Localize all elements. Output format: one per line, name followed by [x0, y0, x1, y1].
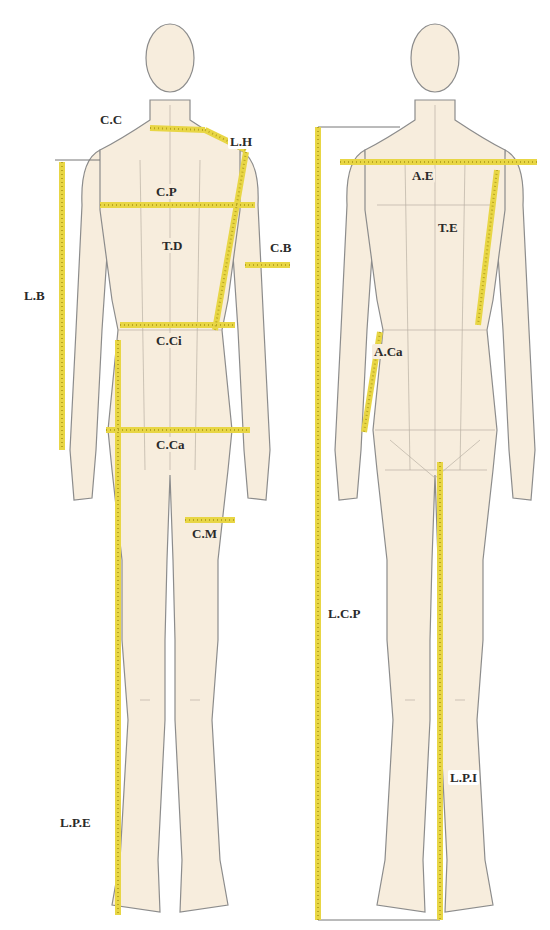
measurement-label: C.Ci [154, 333, 184, 348]
measuring-tape [100, 202, 255, 208]
measurement-label: L.C.P [326, 606, 363, 621]
guide-line [455, 700, 465, 701]
guide-line [377, 205, 493, 206]
tape-marks [478, 170, 497, 325]
reference-line [55, 160, 100, 161]
body-outline [365, 100, 505, 912]
tape-marks [340, 161, 537, 163]
measurement-label: L.P.E [58, 815, 93, 830]
measurement-label: C.P [154, 184, 179, 199]
measuring-tape [120, 322, 235, 328]
tape-marks [120, 324, 235, 326]
guide-line [460, 160, 465, 470]
head [146, 24, 194, 92]
guide-line [390, 440, 435, 478]
measurement-label: A.E [410, 168, 435, 183]
measurement-label: T.E [436, 220, 460, 235]
guide-line [170, 105, 171, 470]
tape-marks [150, 128, 205, 130]
head [411, 24, 459, 92]
measurement-label: C.Ca [154, 437, 187, 452]
tape-marks [215, 152, 246, 330]
guide-line [385, 470, 435, 471]
measuring-tape [215, 152, 246, 330]
guide-line [405, 160, 410, 470]
guide-line [375, 430, 495, 431]
guide-line [405, 700, 415, 701]
measuring-tape [59, 162, 65, 450]
measuring-tape [478, 170, 497, 325]
measurement-label: C.M [190, 526, 219, 541]
measurement-label: C.C [98, 112, 124, 127]
guide-line [140, 700, 150, 701]
guide-line [383, 330, 487, 331]
tape-marks [317, 127, 319, 920]
measurement-label: T.D [160, 238, 184, 253]
measuring-tape [340, 159, 537, 165]
measuring-tape [315, 127, 321, 920]
front-figure [70, 24, 270, 912]
measuring-tape [106, 427, 250, 433]
measurement-label: L.H [228, 134, 254, 149]
measurement-label: C.B [268, 240, 293, 255]
reference-line [318, 127, 400, 128]
tape-marks [245, 264, 290, 266]
tape-marks [106, 429, 250, 431]
guide-line [118, 330, 222, 331]
reference-line [318, 920, 440, 921]
tape-marks [61, 162, 63, 450]
measurement-label: A.Ca [372, 344, 405, 359]
measuring-tape [437, 462, 443, 920]
tape-marks [439, 462, 441, 920]
measurement-label: L.B [22, 288, 47, 303]
measuring-tape [115, 340, 121, 915]
tape-marks [100, 204, 255, 206]
measuring-tape [245, 262, 290, 268]
tape-marks [185, 519, 235, 521]
measuring-tape [185, 517, 235, 523]
measurement-label: L.P.I [448, 770, 479, 785]
guide-line [190, 700, 200, 701]
tape-marks [117, 340, 119, 915]
back-figure [335, 24, 535, 912]
measuring-tape [150, 128, 205, 130]
